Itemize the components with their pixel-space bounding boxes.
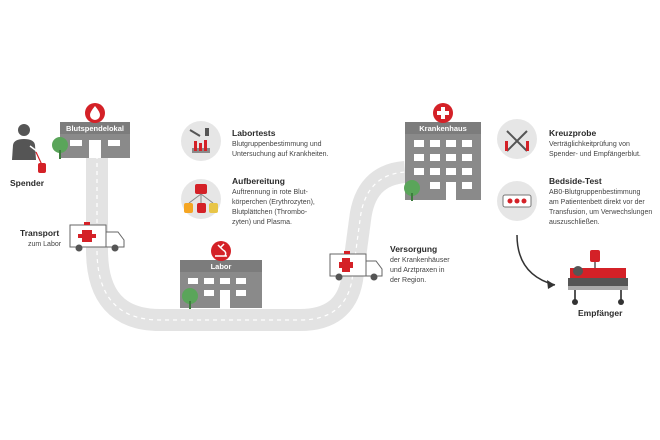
test-tubes-icon (181, 121, 221, 161)
bedside-test-card-icon (497, 181, 537, 221)
transport-desc: zum Labor (28, 241, 62, 248)
labor-label: Labor (211, 262, 232, 271)
hospital-bed-icon (568, 250, 628, 305)
versorgung-desc: der Krankenhäuser und Arztpraxen in der … (390, 257, 450, 284)
blood-bags-icon (181, 179, 221, 219)
kreuzprobe-desc: Verträglichkeitprüfung von Spender- und … (549, 141, 641, 158)
donor-person-icon (12, 124, 46, 173)
tree-icon (52, 137, 68, 159)
ambulance-icon (329, 251, 383, 281)
blutspendelokal-label: Blutspendelokal (66, 124, 124, 133)
aufbereitung-title: Aufbereitung (232, 176, 285, 186)
ambulance-icon (69, 222, 125, 252)
tree-icon (182, 288, 198, 309)
kreuzprobe-title: Kreuzprobe (549, 128, 597, 138)
versorgung-title: Versorgung (390, 244, 438, 254)
labortests-title: Labortests (232, 128, 276, 138)
krankenhaus-label: Krankenhaus (419, 124, 467, 133)
transport-title: Transport (20, 228, 60, 238)
aufbereitung-desc: Auftrennung in rote Blut- körperchen (Er… (232, 189, 315, 226)
empfaenger-label: Empfänger (578, 308, 623, 318)
spender-label: Spender (10, 178, 45, 188)
crossmatch-icon (497, 119, 537, 159)
medical-cross-icon (433, 103, 453, 123)
building-blutspendelokal: Blutspendelokal (60, 122, 130, 158)
microscope-icon (211, 241, 231, 261)
tree-icon (404, 180, 420, 201)
blood-drop-icon (85, 103, 105, 123)
labortests-desc: Blutgruppenbestimmung und Untersuchung a… (232, 141, 329, 158)
road (86, 155, 407, 331)
bedside-desc: AB0-Blutgruppenbestimmung am Patientenbe… (549, 189, 653, 226)
arrow-to-recipient (516, 234, 556, 289)
bedside-title: Bedside-Test (549, 176, 602, 186)
